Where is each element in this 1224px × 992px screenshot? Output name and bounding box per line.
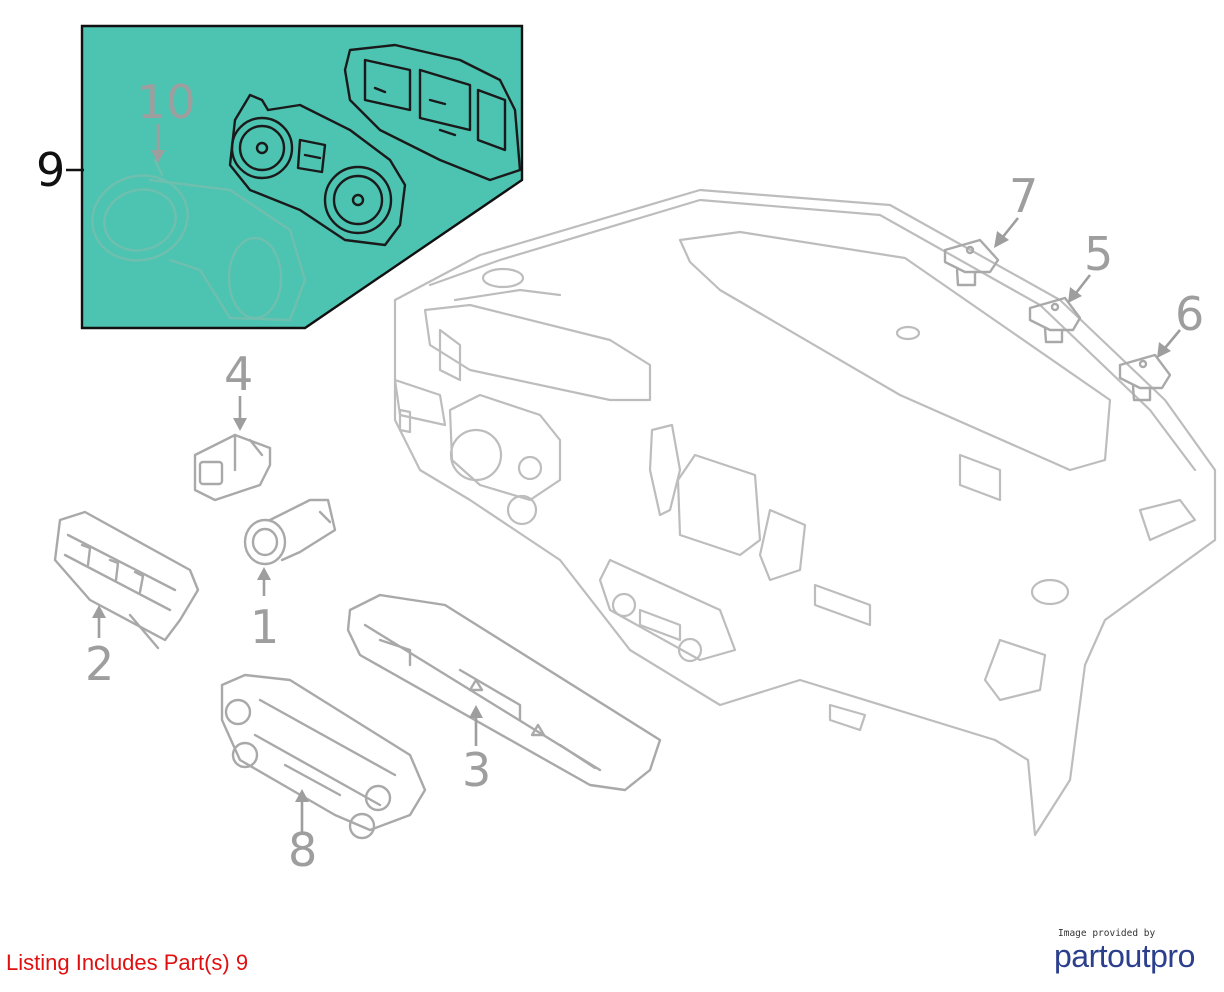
leader-arrows xyxy=(66,124,1181,832)
image-credit: Image provided by partoutpro xyxy=(1054,928,1214,973)
callout-7: 7 xyxy=(1009,169,1038,223)
part-9-highlight-box xyxy=(80,24,524,330)
callout-10: 10 xyxy=(137,75,196,129)
callout-4: 4 xyxy=(224,347,253,401)
part-5-clip xyxy=(1028,296,1082,344)
callout-5: 5 xyxy=(1084,227,1113,281)
credit-caption: Image provided by xyxy=(1058,928,1156,939)
part-4-switch xyxy=(193,433,272,502)
dashboard-panel xyxy=(393,188,1217,837)
part-3-center-switch-strip xyxy=(346,593,662,792)
instrument-cluster-front xyxy=(228,93,407,247)
instrument-cluster-rear-housing xyxy=(343,43,522,182)
part-10-ghost-housing xyxy=(91,158,307,322)
part-6-clip xyxy=(1118,353,1172,402)
partoutpro-logo: partoutpro xyxy=(1054,938,1195,974)
callout-1: 1 xyxy=(250,600,279,654)
callout-9: 9 xyxy=(36,143,65,197)
part-2-switch-panel xyxy=(53,510,200,650)
callout-6: 6 xyxy=(1175,287,1204,341)
callout-3: 3 xyxy=(462,743,491,797)
part-1-start-button xyxy=(243,498,337,566)
callout-2: 2 xyxy=(85,637,114,691)
listing-includes-note: Listing Includes Part(s) 9 xyxy=(6,950,249,975)
part-7-clip xyxy=(943,238,1000,287)
part-8-climate-control xyxy=(220,673,427,840)
callout-8: 8 xyxy=(288,823,317,877)
